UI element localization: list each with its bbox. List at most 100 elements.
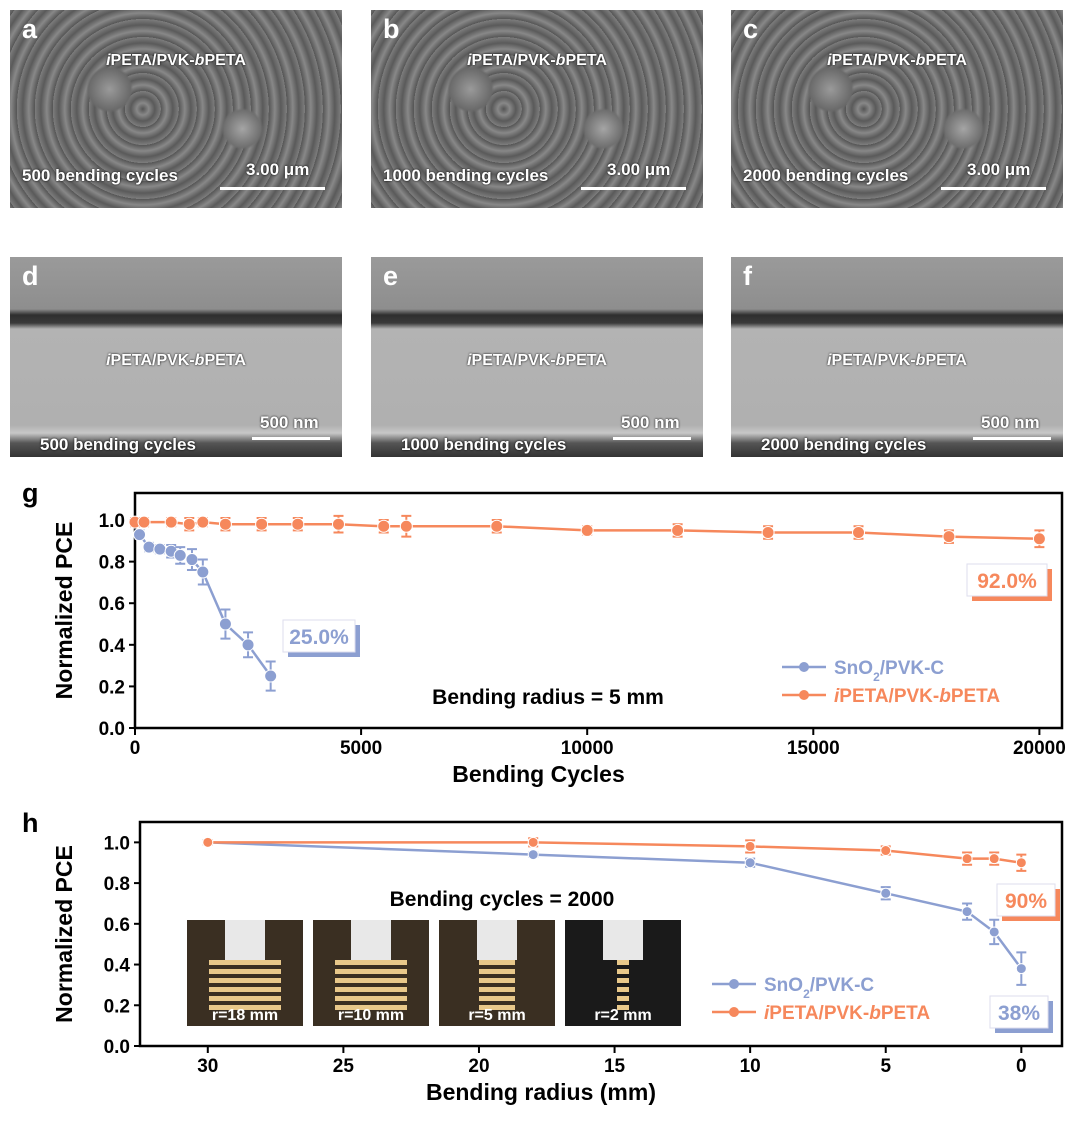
sample-label: iPETA/PVK-bPETA bbox=[827, 52, 967, 69]
end-label-box bbox=[966, 563, 1048, 597]
data-point bbox=[527, 849, 539, 861]
scale-bar-label: 500 nm bbox=[260, 413, 319, 432]
inset-electrode-stripe bbox=[617, 987, 629, 992]
cycles-label: 2000 bending cycles bbox=[743, 166, 909, 185]
inset-photo-background bbox=[477, 920, 517, 960]
data-point bbox=[182, 517, 196, 531]
inset-electrode-stripe bbox=[617, 969, 629, 974]
end-label: 38% bbox=[998, 1002, 1040, 1025]
inset-electrode-stripe bbox=[617, 978, 629, 983]
end-label-box bbox=[996, 883, 1056, 917]
panel-letter: a bbox=[22, 14, 38, 44]
inset-photo-background bbox=[225, 920, 265, 960]
y-tick-label: 1.0 bbox=[104, 833, 130, 854]
inset-electrode-stripe bbox=[209, 996, 281, 1001]
inset-electrode-stripe bbox=[479, 996, 515, 1001]
legend-marker bbox=[729, 1007, 739, 1017]
series-line-1 bbox=[207, 841, 1022, 864]
inset-electrode-stripe bbox=[209, 978, 281, 983]
panel-letter-h: h bbox=[22, 808, 39, 838]
legend-label-1: iPETA/PVK-bPETA bbox=[834, 686, 1000, 707]
y-tick-label: 0.6 bbox=[104, 915, 130, 936]
data-point bbox=[196, 515, 210, 529]
inset-label: r=18 mm bbox=[212, 1007, 278, 1024]
data-point bbox=[580, 523, 594, 537]
y-tick-label: 0.8 bbox=[99, 553, 125, 574]
data-point bbox=[137, 515, 151, 529]
data-point bbox=[185, 553, 199, 567]
inset-electrode-stripe bbox=[209, 960, 281, 965]
data-point bbox=[988, 853, 1000, 865]
inset-label: r=2 mm bbox=[594, 1007, 651, 1024]
sample-label: iPETA/PVK-bPETA bbox=[467, 352, 607, 369]
inset-electrode-stripe bbox=[209, 987, 281, 992]
data-point bbox=[218, 517, 232, 531]
inset-electrode-stripe bbox=[479, 960, 515, 965]
x-tick-label: 5000 bbox=[340, 738, 382, 759]
y-axis-label: Normalized PCE bbox=[51, 522, 77, 700]
sample-label: iPETA/PVK-bPETA bbox=[106, 352, 246, 369]
inset-electrode-stripe bbox=[617, 1005, 629, 1010]
y-tick-label: 1.0 bbox=[99, 511, 125, 532]
inset-label: r=10 mm bbox=[338, 1007, 404, 1024]
data-point bbox=[1015, 857, 1027, 869]
x-tick-label: 0 bbox=[130, 738, 141, 759]
x-tick-label: 15000 bbox=[787, 738, 840, 759]
data-point bbox=[196, 565, 210, 579]
end-label-box bbox=[989, 995, 1049, 1029]
x-tick-label: 30 bbox=[197, 1056, 218, 1077]
inset-electrode-stripe bbox=[335, 987, 407, 992]
scale-bar-label: 500 nm bbox=[981, 413, 1040, 432]
y-tick-label: 0.4 bbox=[99, 636, 126, 657]
inset-electrode-stripe bbox=[479, 978, 515, 983]
legend-label-0: SnO2/PVK-C bbox=[834, 658, 944, 684]
data-point bbox=[942, 530, 956, 544]
panel-letter: f bbox=[743, 261, 752, 291]
data-point bbox=[153, 542, 167, 556]
x-axis-label: Bending Cycles bbox=[452, 761, 625, 787]
legend-label-0: SnO2/PVK-C bbox=[764, 975, 874, 1001]
y-tick-label: 0.6 bbox=[99, 594, 125, 615]
inset-electrode-stripe bbox=[479, 969, 515, 974]
annotation: Bending radius = 5 mm bbox=[432, 686, 664, 709]
data-point bbox=[399, 519, 413, 533]
scale-bar-label: 3.00 μm bbox=[607, 160, 671, 179]
scale-bar-label: 3.00 μm bbox=[967, 160, 1031, 179]
data-point bbox=[133, 528, 147, 542]
legend-marker bbox=[799, 662, 809, 672]
data-point bbox=[377, 519, 391, 533]
plot-frame bbox=[133, 491, 1064, 730]
cycles-label: 2000 bending cycles bbox=[761, 435, 927, 454]
data-point bbox=[961, 906, 973, 918]
end-label: 92.0% bbox=[977, 570, 1037, 593]
inset-electrode-stripe bbox=[335, 996, 407, 1001]
panel-letter: e bbox=[383, 261, 399, 291]
legend-marker bbox=[799, 690, 809, 700]
sample-label: iPETA/PVK-bPETA bbox=[467, 52, 607, 69]
sample-label: iPETA/PVK-bPETA bbox=[106, 52, 246, 69]
legend-marker bbox=[729, 979, 739, 989]
end-label: 25.0% bbox=[289, 626, 349, 649]
cycles-label: 500 bending cycles bbox=[22, 166, 178, 185]
x-tick-label: 0 bbox=[1016, 1056, 1027, 1077]
inset-electrode-stripe bbox=[335, 1005, 407, 1010]
data-point bbox=[490, 519, 504, 533]
inset-electrode-stripe bbox=[335, 969, 407, 974]
panel-letter: d bbox=[22, 261, 39, 291]
scale-bar bbox=[220, 187, 325, 190]
data-point bbox=[241, 638, 255, 652]
data-point bbox=[961, 853, 973, 865]
y-tick-label: 0.2 bbox=[99, 677, 125, 698]
inset-electrode-stripe bbox=[335, 960, 407, 965]
x-tick-label: 20000 bbox=[1013, 738, 1066, 759]
inset-electrode-stripe bbox=[617, 960, 629, 965]
y-tick-label: 0.8 bbox=[104, 874, 130, 895]
inset-electrode-stripe bbox=[479, 987, 515, 992]
scale-bar-label: 3.00 μm bbox=[246, 160, 310, 179]
scale-bar bbox=[613, 437, 691, 440]
